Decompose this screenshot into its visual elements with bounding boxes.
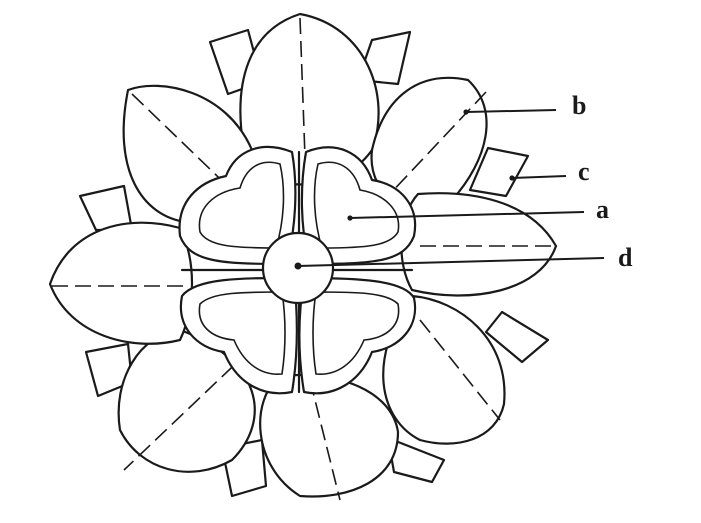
leader-c	[511, 175, 567, 179]
petal	[259, 374, 400, 498]
petal-vein	[419, 319, 501, 421]
petal-vein	[123, 349, 251, 471]
inner-petal-outline	[198, 291, 286, 375]
label-a: a	[596, 195, 609, 224]
inner-petal	[300, 146, 417, 266]
label-d: d	[618, 243, 633, 272]
inner-petals	[178, 145, 417, 395]
leader-lines	[297, 109, 605, 267]
inner-petal-outline	[313, 161, 400, 249]
leader-c-dot	[509, 175, 515, 181]
petal-vein	[387, 91, 487, 197]
leader-a	[349, 211, 585, 219]
inner-petal-outline	[198, 161, 285, 249]
inner-petal	[179, 276, 298, 395]
sepal	[484, 310, 550, 364]
outer-petals	[48, 12, 558, 501]
leader-b-dot	[463, 109, 469, 115]
petal	[400, 192, 558, 297]
petal	[48, 221, 194, 345]
inner-petal-outline	[312, 291, 400, 375]
inner-petal	[178, 145, 297, 266]
sepal	[468, 146, 530, 198]
label-b: b	[572, 91, 586, 120]
leader-a-dot	[347, 215, 353, 221]
leader-b	[465, 109, 557, 113]
petal	[382, 294, 506, 445]
leader-d	[297, 257, 605, 267]
label-c: c	[578, 157, 590, 186]
petal-vein	[309, 379, 341, 501]
